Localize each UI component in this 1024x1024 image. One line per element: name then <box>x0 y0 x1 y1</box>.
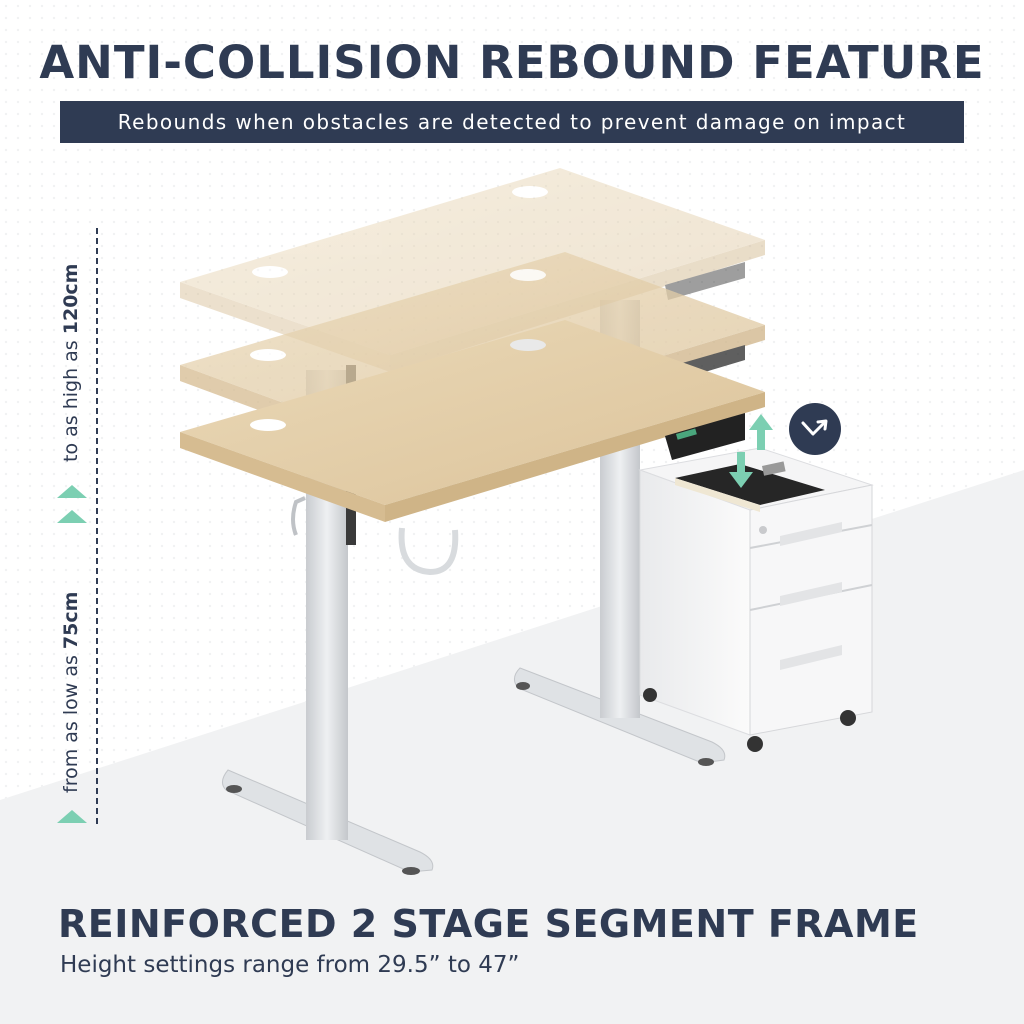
subtitle-banner: Rebounds when obstacles are detected to … <box>60 101 964 143</box>
up-triangle-icon <box>57 485 87 498</box>
frame-subtitle: Height settings range from 29.5” to 47” <box>60 952 520 978</box>
up-triangle-icon <box>57 510 87 523</box>
frame-title: REINFORCED 2 STAGE SEGMENT FRAME <box>58 902 919 946</box>
filing-cabinet <box>638 447 874 752</box>
desktop-low <box>180 320 765 522</box>
height-dashed-line <box>96 228 98 824</box>
up-down-arrow-icon <box>729 414 773 488</box>
up-triangle-icon <box>57 810 87 823</box>
page-title: ANTI-COLLISION REBOUND FEATURE <box>39 36 985 89</box>
subtitle-text: Rebounds when obstacles are detected to … <box>117 110 907 134</box>
rebound-arrow-icon <box>789 403 841 455</box>
